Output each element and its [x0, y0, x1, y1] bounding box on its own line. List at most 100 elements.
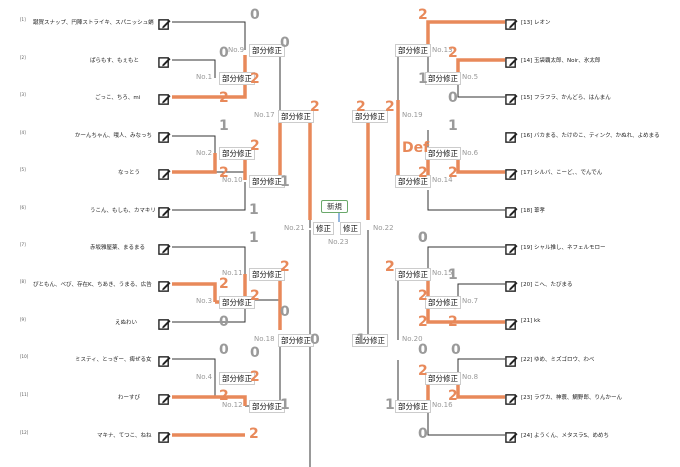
- edit-match-button[interactable]: 部分修正: [249, 44, 285, 57]
- player-name-text: ゆめ、ミズゴロウ、わべ: [534, 357, 595, 363]
- edit-match-button[interactable]: 部分修正: [395, 44, 431, 57]
- match-number: No.3: [196, 297, 213, 305]
- match-score: 1: [280, 397, 290, 413]
- player-name: [21] kk: [521, 318, 540, 324]
- edit-pencil-icon[interactable]: [505, 204, 518, 223]
- match-number: No.13: [432, 46, 453, 54]
- edit-final-left-button[interactable]: 修正: [313, 222, 334, 235]
- edit-match-button[interactable]: 部分修正: [425, 72, 461, 85]
- match-score: 2: [448, 388, 458, 404]
- match-score: 0: [250, 7, 260, 23]
- match-score: 1: [280, 174, 290, 190]
- match-number: No.14: [432, 176, 453, 184]
- player-name: [17] シルバ、こーど、、でんでん: [521, 168, 602, 176]
- edit-pencil-icon[interactable]: [505, 241, 518, 260]
- edit-pencil-icon[interactable]: [505, 166, 518, 185]
- match-score: 2: [280, 259, 290, 275]
- match-score: 0: [418, 230, 428, 246]
- player-name-text: シルバ、こーど、、でんでん: [534, 170, 603, 176]
- edit-match-button[interactable]: 部分修正: [425, 372, 461, 385]
- bracket-line: [172, 59, 216, 78]
- player-name: えぬわい: [115, 320, 138, 326]
- edit-pencil-icon[interactable]: [158, 353, 171, 372]
- bracket-line: [427, 410, 505, 436]
- edit-pencil-icon[interactable]: [505, 316, 518, 335]
- edit-match-button[interactable]: 部分修正: [219, 72, 255, 85]
- player-name: マキナ、てつこ、ねね: [97, 433, 152, 439]
- edit-match-button[interactable]: 部分修正: [249, 175, 285, 188]
- player-name: [18] 葦孝: [521, 206, 545, 214]
- edit-match-button[interactable]: 部分修正: [425, 147, 461, 160]
- winner-path: [305, 114, 312, 220]
- edit-match-button[interactable]: 部分修正: [249, 400, 285, 413]
- edit-match-button[interactable]: 部分修正: [219, 147, 255, 160]
- edit-match-button[interactable]: 部分修正: [219, 372, 255, 385]
- player-name: ミスティ、とっぎー、痺ぜる女: [75, 357, 152, 363]
- match-score: 2: [356, 99, 366, 115]
- edit-pencil-icon[interactable]: [158, 391, 171, 410]
- seed-label: [6]: [20, 205, 26, 210]
- edit-pencil-icon[interactable]: [505, 91, 518, 110]
- edit-pencil-icon[interactable]: [158, 166, 171, 185]
- match-number: No.10: [222, 176, 243, 184]
- edit-match-button[interactable]: 部分修正: [352, 334, 388, 347]
- edit-pencil-icon[interactable]: [158, 316, 171, 335]
- match-score: 1: [356, 332, 366, 348]
- seed-label: [7]: [20, 242, 26, 247]
- player-name-text: こへ、たびまる: [534, 282, 573, 288]
- edit-pencil-icon[interactable]: [505, 16, 518, 35]
- match-number: No.1: [196, 73, 213, 81]
- edit-pencil-icon[interactable]: [505, 391, 518, 410]
- bracket-line: [172, 135, 216, 153]
- match-score: 2: [219, 388, 229, 404]
- bracket-line: [172, 358, 216, 377]
- edit-match-button[interactable]: 部分修正: [395, 400, 431, 413]
- seed-label: [15]: [521, 95, 533, 101]
- edit-pencil-icon[interactable]: [505, 129, 518, 148]
- edit-final-right-button[interactable]: 修正: [340, 222, 361, 235]
- edit-pencil-icon[interactable]: [505, 278, 518, 297]
- match-score: 1: [219, 118, 229, 134]
- edit-match-button[interactable]: 部分修正: [395, 268, 431, 281]
- match-score: 2: [448, 165, 458, 181]
- edit-pencil-icon[interactable]: [158, 54, 171, 73]
- player-name: [20] こへ、たびまる: [521, 280, 573, 288]
- edit-match-button[interactable]: 部分修正: [352, 110, 388, 123]
- edit-pencil-icon[interactable]: [158, 204, 171, 223]
- match-score: 0: [418, 230, 428, 246]
- seed-label: [3]: [20, 92, 26, 97]
- winner-path: [172, 153, 217, 174]
- edit-match-button[interactable]: 部分修正: [219, 296, 255, 309]
- edit-pencil-icon[interactable]: [158, 129, 171, 148]
- edit-pencil-icon[interactable]: [505, 353, 518, 372]
- match-score: 2: [418, 165, 428, 181]
- bracket-line: [427, 190, 505, 211]
- edit-match-button[interactable]: 部分修正: [278, 110, 314, 123]
- new-button[interactable]: 新規: [321, 200, 348, 213]
- edit-pencil-icon[interactable]: [505, 429, 518, 448]
- edit-pencil-icon[interactable]: [505, 54, 518, 73]
- edit-pencil-icon[interactable]: [158, 16, 171, 35]
- match-score: 2: [250, 138, 260, 154]
- edit-match-button[interactable]: 部分修正: [425, 296, 461, 309]
- edit-pencil-icon[interactable]: [158, 91, 171, 110]
- match-score: 1: [249, 202, 259, 218]
- edit-match-button[interactable]: 部分修正: [249, 268, 285, 281]
- edit-match-button[interactable]: 部分修正: [278, 334, 314, 347]
- seed-label: [13]: [521, 20, 533, 26]
- bracket-line: [457, 358, 505, 377]
- edit-match-button[interactable]: 部分修正: [395, 175, 431, 188]
- edit-pencil-icon[interactable]: [158, 241, 171, 260]
- seed-label: [4]: [20, 130, 26, 135]
- match-score: 2: [310, 99, 320, 115]
- match-score: 2: [448, 45, 458, 61]
- edit-pencil-icon[interactable]: [158, 429, 171, 448]
- seed-label: [21]: [521, 318, 533, 324]
- edit-pencil-icon[interactable]: [158, 278, 171, 297]
- match-number: No.19: [402, 111, 423, 119]
- player-name-text: バカまる、たけのこ、ティンク、かぬれ、よめまる: [534, 133, 660, 139]
- player-name: かーんちゃん、哦人、みなっち: [75, 133, 153, 139]
- seed-label: [11]: [20, 392, 29, 397]
- player-name: うこん、もしも、カマキリ: [90, 208, 156, 214]
